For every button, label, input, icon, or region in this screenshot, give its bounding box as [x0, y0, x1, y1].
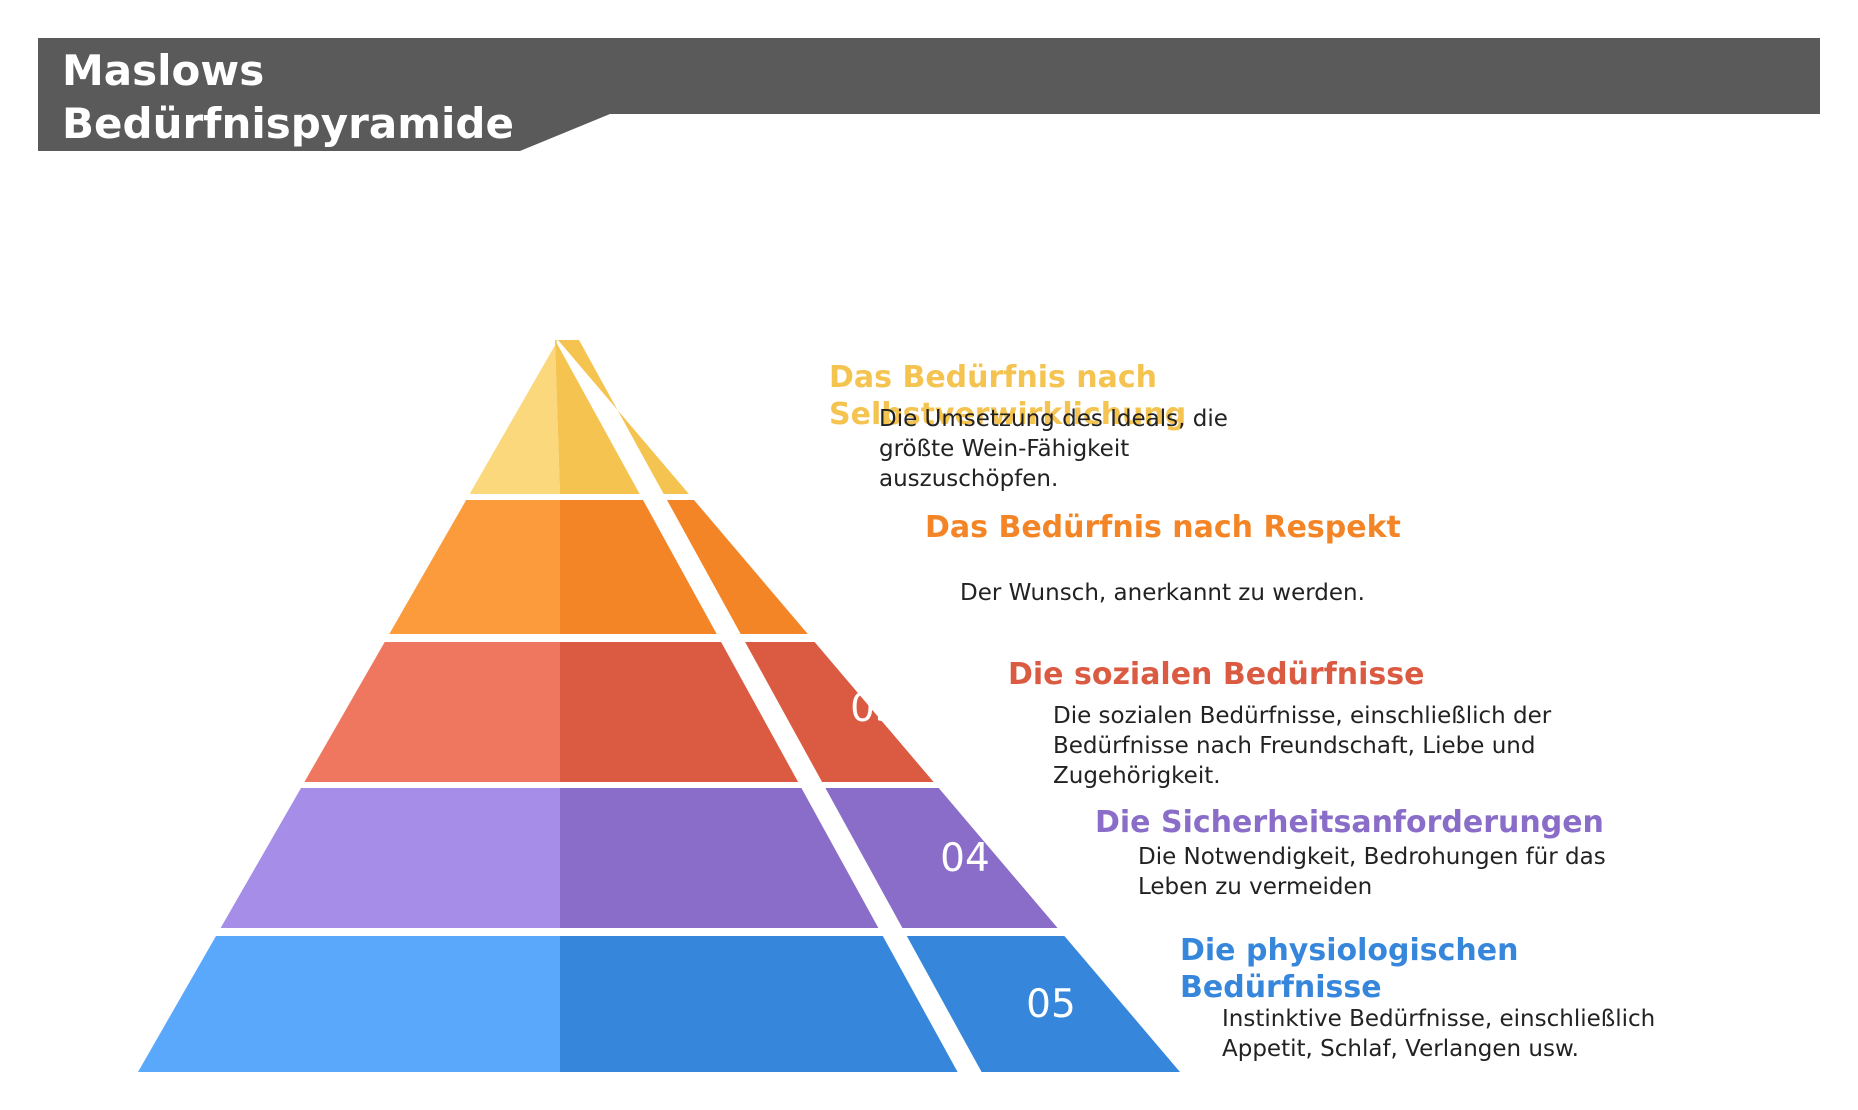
level-05-face-light	[138, 936, 560, 1072]
level-03-face-main	[560, 642, 799, 782]
level-04-face-main	[560, 788, 879, 928]
title-line: Bedürfnispyramide	[62, 99, 514, 148]
level-desc-line: Leben zu vermeiden	[1138, 874, 1373, 900]
level-desc-line: Die Umsetzung des Ideals, die	[879, 406, 1228, 432]
level-desc-line: Die Notwendigkeit, Bedrohungen für das	[1138, 844, 1606, 870]
level-number-03: 03	[850, 686, 900, 731]
title-bar	[38, 38, 1820, 151]
level-02-face-light	[389, 500, 560, 634]
level-desc-line: Appetit, Schlaf, Verlangen usw.	[1222, 1036, 1579, 1062]
pyramid	[138, 340, 1180, 1072]
level-title-line: Das Bedürfnis nach	[829, 360, 1158, 395]
level-title-line: Bedürfnisse	[1180, 970, 1382, 1005]
level-03-face-right	[745, 642, 934, 782]
level-title-04: Die Sicherheitsanforderungen	[1095, 804, 1604, 841]
level-desc-line: Die sozialen Bedürfnisse, einschließlich…	[1053, 703, 1552, 729]
level-title-line: Die physiologischen	[1180, 933, 1519, 968]
level-desc-03: Die sozialen Bedürfnisse, einschließlich…	[1053, 701, 1551, 791]
level-04-face-right	[825, 788, 1058, 928]
level-desc-04: Die Notwendigkeit, Bedrohungen für das L…	[1138, 842, 1606, 902]
level-01-face-light	[469, 340, 560, 494]
level-desc-line: auszuschöpfen.	[879, 466, 1059, 492]
level-05-face-main	[560, 936, 958, 1072]
level-02-face-main	[560, 500, 717, 634]
level-title-line: Das Bedürfnis nach Respekt	[925, 510, 1401, 545]
level-01-face-main	[555, 340, 640, 494]
page-title: Maslows Bedürfnispyramide	[62, 44, 514, 150]
level-desc-line: größte Wein-Fähigkeit	[879, 436, 1130, 462]
title-line: Maslows	[62, 46, 265, 95]
level-number-05: 05	[1026, 982, 1076, 1027]
level-01-face-right	[558, 340, 689, 494]
level-04-face-light	[220, 788, 560, 928]
level-desc-line: Der Wunsch, anerkannt zu werden.	[960, 580, 1365, 606]
level-number-04: 04	[940, 836, 990, 881]
level-desc-02: Der Wunsch, anerkannt zu werden.	[960, 578, 1365, 608]
level-02-face-right	[667, 500, 808, 634]
level-desc-line: Instinktive Bedürfnisse, einschließlich	[1222, 1006, 1656, 1032]
level-desc-01: Die Umsetzung des Ideals, die größte Wei…	[879, 404, 1228, 494]
level-title-line: Selbstverwirklichung	[829, 397, 1187, 432]
level-number-01: 01	[684, 398, 734, 443]
level-desc-line: Zugehörigkeit.	[1053, 763, 1221, 789]
level-title-01: Das Bedürfnis nach Selbstverwirklichung	[829, 359, 1186, 433]
level-05-face-right	[906, 936, 1180, 1072]
level-number-02: 02	[766, 545, 816, 590]
level-title-05: Die physiologischen Bedürfnisse	[1180, 932, 1518, 1006]
level-title-line: Die sozialen Bedürfnisse	[1008, 657, 1425, 692]
level-title-03: Die sozialen Bedürfnisse	[1008, 656, 1424, 693]
level-desc-line: Bedürfnisse nach Freundschaft, Liebe und	[1053, 733, 1536, 759]
level-title-02: Das Bedürfnis nach Respekt	[925, 509, 1401, 546]
level-title-line: Die Sicherheitsanforderungen	[1095, 805, 1604, 840]
level-03-face-light	[304, 642, 560, 782]
level-desc-05: Instinktive Bedürfnisse, einschließlich …	[1222, 1004, 1655, 1064]
